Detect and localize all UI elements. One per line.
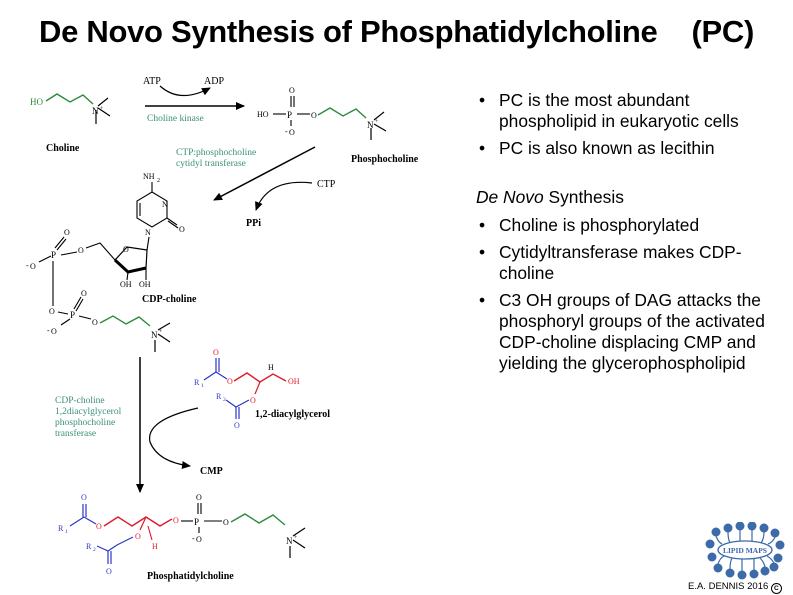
synthesis-steps-list: Choline is phosphorylated Cytidyltransfe… — [476, 215, 788, 374]
svg-text:O: O — [81, 493, 87, 502]
page-title: De Novo Synthesis of Phosphatidylcholine… — [39, 14, 754, 49]
svg-text:-: - — [26, 261, 29, 270]
svg-text:P: P — [51, 250, 56, 260]
svg-text:OH: OH — [288, 377, 300, 386]
svg-text:Phosphocholine: Phosphocholine — [351, 154, 419, 165]
svg-text:P: P — [194, 517, 199, 527]
svg-text:O: O — [289, 86, 295, 95]
choline-structure: HO N + Choline — [30, 93, 111, 154]
svg-text:O: O — [51, 327, 57, 336]
svg-text:+: + — [159, 329, 163, 335]
svg-text:N: N — [151, 330, 158, 340]
svg-text:CTP:phosphocholine: CTP:phosphocholine — [176, 148, 256, 158]
copyright-icon: C — [770, 583, 782, 594]
svg-text:transferase: transferase — [55, 428, 96, 439]
svg-text:CTP: CTP — [317, 179, 336, 190]
svg-text:O: O — [311, 111, 317, 120]
svg-text:O: O — [123, 245, 129, 254]
svg-text:O: O — [64, 228, 70, 237]
lipid-maps-logo: LIPID MAPS — [705, 522, 785, 580]
svg-text:+: + — [294, 535, 298, 541]
svg-text:O: O — [289, 128, 295, 137]
explanation-text: PC is the most abundant phospholipid in … — [476, 90, 788, 380]
cytidyl-transferase-reaction: CTP:phosphocholine cytidyl transferase C… — [176, 146, 336, 229]
svg-text:O: O — [173, 516, 179, 525]
svg-text:N: N — [286, 536, 293, 546]
choline-kinase-reaction: ATP ADP Choline kinase — [143, 76, 245, 124]
svg-text:R: R — [216, 392, 222, 401]
svg-text:P: P — [287, 110, 292, 120]
svg-text:O: O — [49, 307, 55, 316]
list-item: PC is also known as lecithin — [476, 138, 788, 159]
svg-text:-: - — [192, 534, 195, 543]
svg-text:1: 1 — [65, 529, 68, 535]
svg-text:CDP-choline: CDP-choline — [142, 294, 197, 305]
svg-text:N: N — [367, 120, 374, 130]
svg-text:PPi: PPi — [246, 218, 261, 229]
cdp-choline-structure: NH 2 N N O O OH OH O P O - O O P — [26, 172, 197, 352]
logo-text: LIPID MAPS — [723, 546, 767, 555]
svg-text:ADP: ADP — [204, 76, 224, 87]
svg-text:-: - — [285, 127, 288, 136]
svg-text:Choline kinase: Choline kinase — [147, 114, 204, 124]
svg-text:1,2-diacylglycerol: 1,2-diacylglycerol — [255, 409, 330, 420]
list-item: Choline is phosphorylated — [476, 215, 788, 236]
svg-text:2: 2 — [93, 547, 96, 553]
svg-text:OH: OH — [120, 280, 132, 289]
svg-text:OH: OH — [139, 280, 151, 289]
svg-text:N: N — [145, 228, 151, 237]
cdp-choline-transferase-reaction: CDP-choline 1,2diacylglycerol phosphocho… — [55, 357, 223, 493]
svg-text:HO: HO — [30, 97, 43, 107]
svg-text:R: R — [58, 524, 64, 533]
pc-facts-list: PC is the most abundant phospholipid in … — [476, 90, 788, 159]
svg-text:phosphocholine: phosphocholine — [55, 418, 115, 428]
svg-text:H: H — [268, 363, 274, 372]
svg-text:CMP: CMP — [200, 466, 223, 477]
svg-text:-: - — [47, 326, 50, 335]
copyright-credit: E.A. DENNIS 2016 C — [688, 581, 782, 594]
svg-text:P: P — [70, 310, 75, 320]
svg-text:2: 2 — [157, 178, 160, 184]
svg-text:R: R — [86, 542, 92, 551]
svg-text:NH: NH — [143, 172, 155, 181]
svg-text:ATP: ATP — [143, 76, 161, 87]
svg-text:O: O — [227, 377, 233, 386]
svg-text:CDP-choline: CDP-choline — [55, 396, 105, 406]
diacylglycerol-structure: R 1 O O OH H O R 2 O 1,2-diacylglycerol — [194, 348, 330, 430]
synthesis-heading: De Novo Synthesis — [476, 187, 624, 207]
svg-text:O: O — [234, 421, 240, 430]
svg-text:Choline: Choline — [46, 143, 80, 154]
svg-text:2: 2 — [223, 397, 226, 403]
svg-text:+: + — [100, 106, 104, 112]
svg-text:O: O — [78, 246, 84, 255]
svg-text:cytidyl transferase: cytidyl transferase — [176, 158, 246, 169]
svg-text:+: + — [375, 119, 379, 125]
pc-synthesis-pathway-diagram: HO N + Choline ATP ADP Choline kinase HO… — [26, 76, 419, 582]
svg-text:O: O — [223, 518, 229, 527]
list-item: Cytidyltransferase makes CDP-choline — [476, 242, 788, 284]
svg-text:O: O — [213, 348, 219, 357]
svg-text:O: O — [196, 535, 202, 544]
svg-text:O: O — [196, 493, 202, 502]
svg-text:O: O — [106, 567, 112, 576]
svg-text:O: O — [96, 522, 102, 531]
svg-text:N: N — [162, 200, 168, 209]
list-item: PC is the most abundant phospholipid in … — [476, 90, 788, 132]
phosphocholine-structure: HO P O - O O N + Phosphocholine — [257, 86, 419, 165]
svg-text:O: O — [92, 318, 98, 327]
svg-text:O: O — [135, 532, 141, 541]
svg-text:O: O — [250, 396, 256, 405]
svg-text:Phosphatidylcholine: Phosphatidylcholine — [147, 571, 234, 582]
svg-text:O: O — [30, 262, 36, 271]
svg-text:H: H — [152, 542, 158, 551]
svg-text:O: O — [81, 289, 87, 298]
list-item: C3 OH groups of DAG attacks the phosphor… — [476, 290, 788, 374]
phosphatidylcholine-structure: R 1 O O O O H R 2 O P O - O O N + Pho — [58, 493, 306, 582]
svg-text:1: 1 — [201, 383, 204, 389]
svg-text:HO: HO — [257, 110, 269, 119]
svg-text:1,2diacylglycerol: 1,2diacylglycerol — [55, 407, 122, 417]
svg-text:R: R — [194, 378, 200, 387]
svg-text:O: O — [179, 225, 185, 234]
